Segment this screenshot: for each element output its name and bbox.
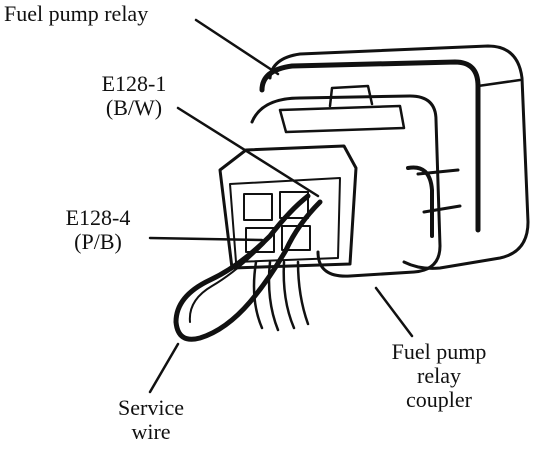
- terminal-cavity-2: [279, 191, 309, 219]
- wire-bundle-2: [267, 260, 280, 332]
- leader-e128-4: [148, 236, 264, 242]
- service-wire-loop-inner: [188, 203, 301, 323]
- relay-rib-1: [406, 165, 434, 238]
- wire-bundle-3: [282, 260, 296, 330]
- relay-body-side: [476, 78, 522, 88]
- label-service-wire-line2: wire: [131, 418, 171, 444]
- terminal-cavity-4: [281, 225, 311, 251]
- label-e128-1: E128-1 (B/W): [84, 72, 184, 120]
- leader-relay: [194, 18, 280, 76]
- label-service-wire-line1: Service: [118, 395, 184, 420]
- label-fuel-pump-relay: Fuel pump relay: [4, 2, 148, 26]
- label-coupler-line2: relay: [417, 362, 461, 388]
- label-service-wire: Service wire: [96, 396, 206, 444]
- label-e128-4: E128-4 (P/B): [48, 206, 148, 254]
- wire-bundle-4: [296, 260, 310, 326]
- relay-body-inner-edge: [259, 59, 481, 233]
- leader-e128-1: [176, 106, 320, 198]
- label-e128-4-color: (P/B): [74, 228, 122, 254]
- leader-coupler: [374, 286, 414, 338]
- coupler-housing: [250, 94, 442, 278]
- label-coupler-line3: coupler: [406, 386, 472, 412]
- label-fuel-pump-relay-coupler: Fuel pump relay coupler: [364, 340, 514, 411]
- label-coupler-line1: Fuel pump: [391, 339, 487, 364]
- label-e128-4-code: E128-4: [65, 205, 131, 230]
- coupler-latch: [328, 84, 374, 108]
- label-e128-1-code: E128-1: [101, 71, 167, 96]
- terminal-cavity-1: [243, 193, 273, 221]
- service-wire-loop: [173, 193, 323, 342]
- label-e128-1-color: (B/W): [105, 94, 163, 120]
- label-fuel-pump-relay-text: Fuel pump relay: [4, 1, 149, 26]
- relay-rib-2: [416, 168, 460, 176]
- relay-rib-3: [422, 204, 462, 214]
- leader-service-wire: [148, 342, 180, 394]
- coupler-front-rim: [229, 177, 341, 263]
- relay-body: [268, 44, 530, 270]
- coupler-top-lip: [278, 104, 406, 134]
